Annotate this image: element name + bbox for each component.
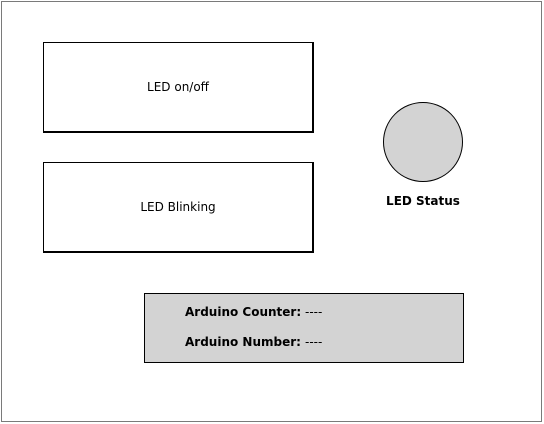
- arduino-counter-label: Arduino Counter:: [185, 305, 302, 319]
- arduino-counter-value: ----: [305, 305, 323, 319]
- led-onoff-button-label: LED on/off: [147, 80, 209, 94]
- led-blinking-button-label: LED Blinking: [140, 200, 216, 214]
- arduino-number-value: ----: [305, 335, 323, 349]
- led-status-label: LED Status: [386, 194, 460, 208]
- arduino-info-panel: Arduino Counter: ---- Arduino Number: --…: [144, 293, 464, 363]
- led-onoff-button[interactable]: LED on/off: [43, 42, 314, 133]
- arduino-number-label: Arduino Number:: [185, 335, 301, 349]
- led-blinking-button[interactable]: LED Blinking: [43, 162, 314, 253]
- led-status-indicator: [383, 102, 463, 182]
